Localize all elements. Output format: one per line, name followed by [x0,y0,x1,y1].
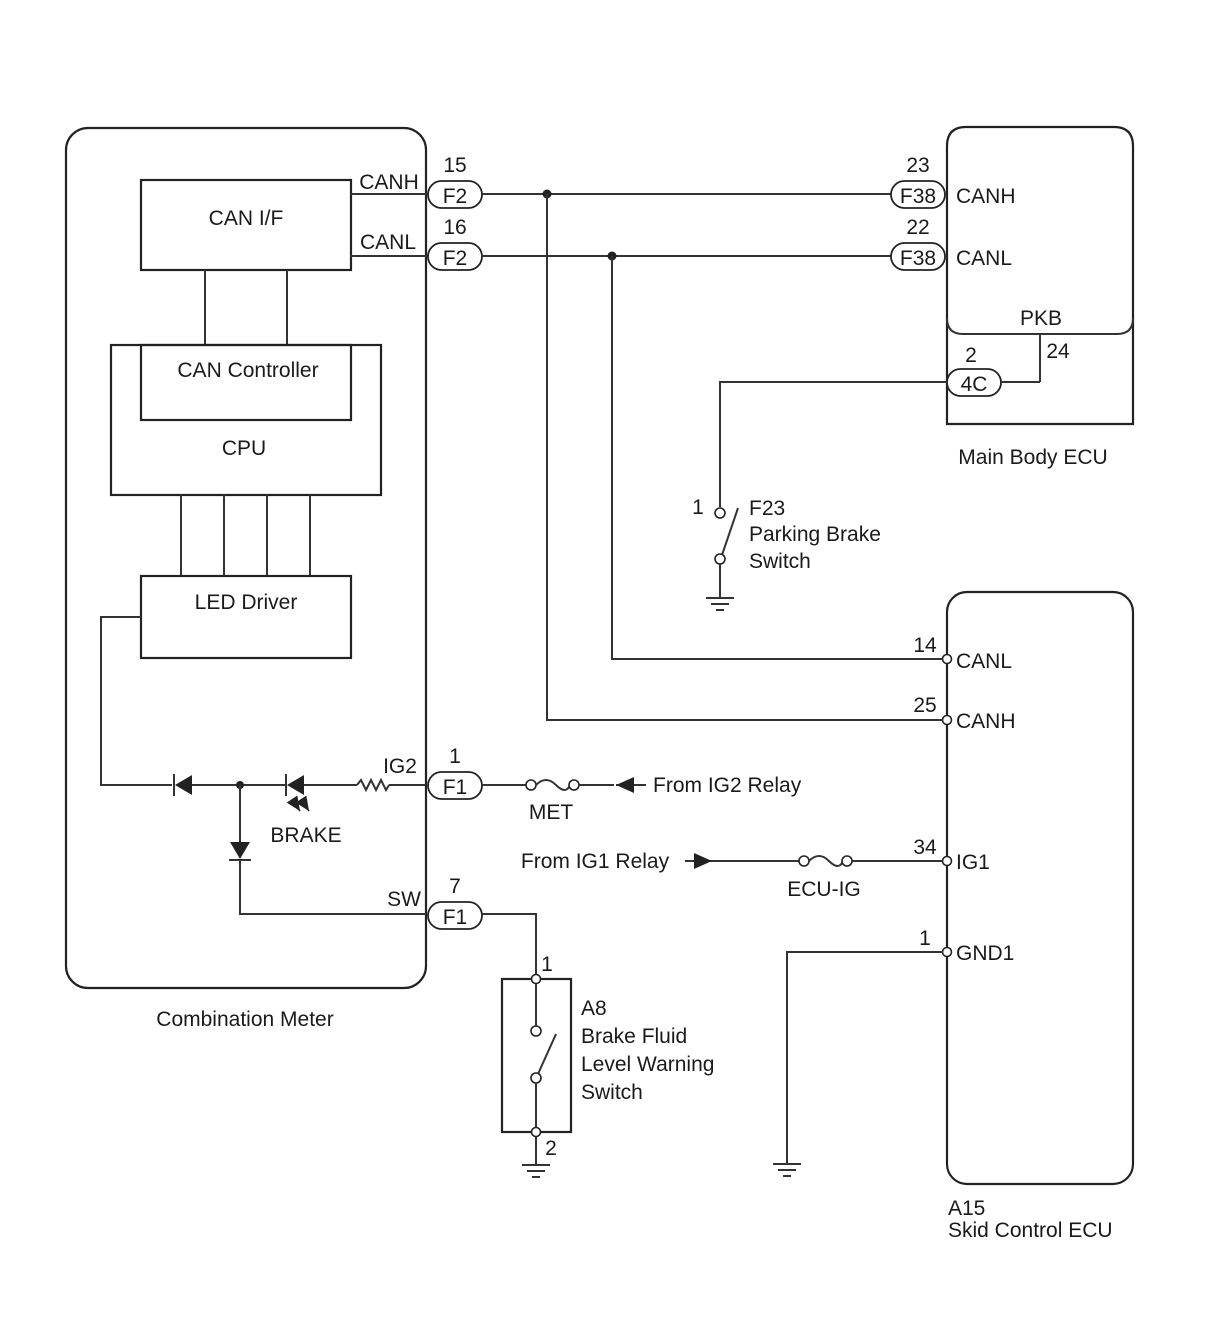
a15-gnd1-pin: 1 [919,927,931,950]
f38-canl-pin: 22 [906,216,929,239]
led-driver-label: LED Driver [195,591,298,614]
pkb-label: PKB [1020,307,1062,330]
combination-meter-label: Combination Meter [156,1008,333,1031]
f1-ig2-label: F1 [443,776,468,799]
diode-down-icon [229,842,251,861]
f38-canh-pin: 23 [906,154,929,177]
a8-name-2: Level Warning [581,1053,714,1076]
a15-ig1-pin: 34 [913,836,937,859]
ground-icon [773,1163,801,1177]
c4c-label: 4C [961,373,988,396]
main-body-ecu-label: Main Body ECU [958,446,1107,469]
meter-canh-label: CANH [359,171,419,194]
a15-canh-pin: 25 [913,694,936,717]
resistor-icon [356,777,390,793]
cpu-label: CPU [222,437,266,460]
f2-canl-pin: 16 [443,216,466,239]
a8-name-1: Brake Fluid [581,1025,687,1048]
ecu-ig-fuse-label: ECU-IG [787,878,861,901]
f38-canh-connector [890,180,946,209]
a8-name-3: Switch [581,1081,643,1104]
brake-fluid-switch-icon [530,973,557,1138]
f1-sw-label: F1 [443,906,468,929]
brake-led-icon [285,774,310,812]
can-if-block [139,178,353,272]
sw-label: SW [387,888,421,911]
f1-sw-pin: 7 [449,875,461,898]
main-body-canh-label: CANH [956,185,1016,208]
led-driver-block [139,574,353,660]
a15-canl-pin: 14 [913,634,937,657]
can-if-label: CAN I/F [209,207,284,230]
combination-meter-outline [64,126,428,990]
c4c-pin: 2 [965,344,977,367]
ground-icon [706,597,734,611]
a8-code: A8 [581,997,607,1020]
f38-canh-label: F38 [900,185,936,208]
can-controller-label: CAN Controller [177,359,318,382]
f38-canl-label: F38 [900,247,936,270]
main-body-ecu-outline [945,125,1135,426]
main-body-canl-label: CANL [956,247,1012,270]
diode-icon [173,774,192,796]
f23-name-1: Parking Brake [749,523,881,546]
f1-ig2-pin: 1 [449,745,461,768]
a15-ig1-label: IG1 [956,851,990,874]
f2-canl-label: F2 [443,247,468,270]
meter-canl-label: CANL [360,231,416,254]
a8-pin-top: 1 [541,953,553,976]
f2-canh-label: F2 [443,185,468,208]
brake-label: BRAKE [270,824,341,847]
f23-code: F23 [749,497,785,520]
a15-canl-label: CANL [956,650,1012,673]
ecu-ig-fuse-icon [798,855,853,867]
met-fuse-label: MET [529,801,574,824]
ig2-label: IG2 [383,755,417,778]
parking-brake-switch-icon [714,507,739,565]
f1-sw-connector [427,901,483,930]
f23-pin: 1 [692,496,704,519]
a15-name: Skid Control ECU [948,1219,1113,1242]
f23-name-2: Switch [749,550,811,573]
f2-canh-pin: 15 [443,154,466,177]
met-fuse-icon [525,779,580,791]
a15-gnd1-label: GND1 [956,942,1014,965]
f38-canl-connector [890,242,946,271]
ground-icon [522,1164,550,1178]
a15-canh-label: CANH [956,710,1016,733]
a15-code: A15 [948,1197,985,1220]
a8-pin-bottom: 2 [545,1137,557,1160]
can-controller-block [139,343,353,422]
ig1-relay-label: From IG1 Relay [521,850,670,873]
ig2-relay-label: From IG2 Relay [653,774,802,797]
pkb-pin: 24 [1046,340,1070,363]
skid-control-ecu-outline [945,590,1135,1186]
